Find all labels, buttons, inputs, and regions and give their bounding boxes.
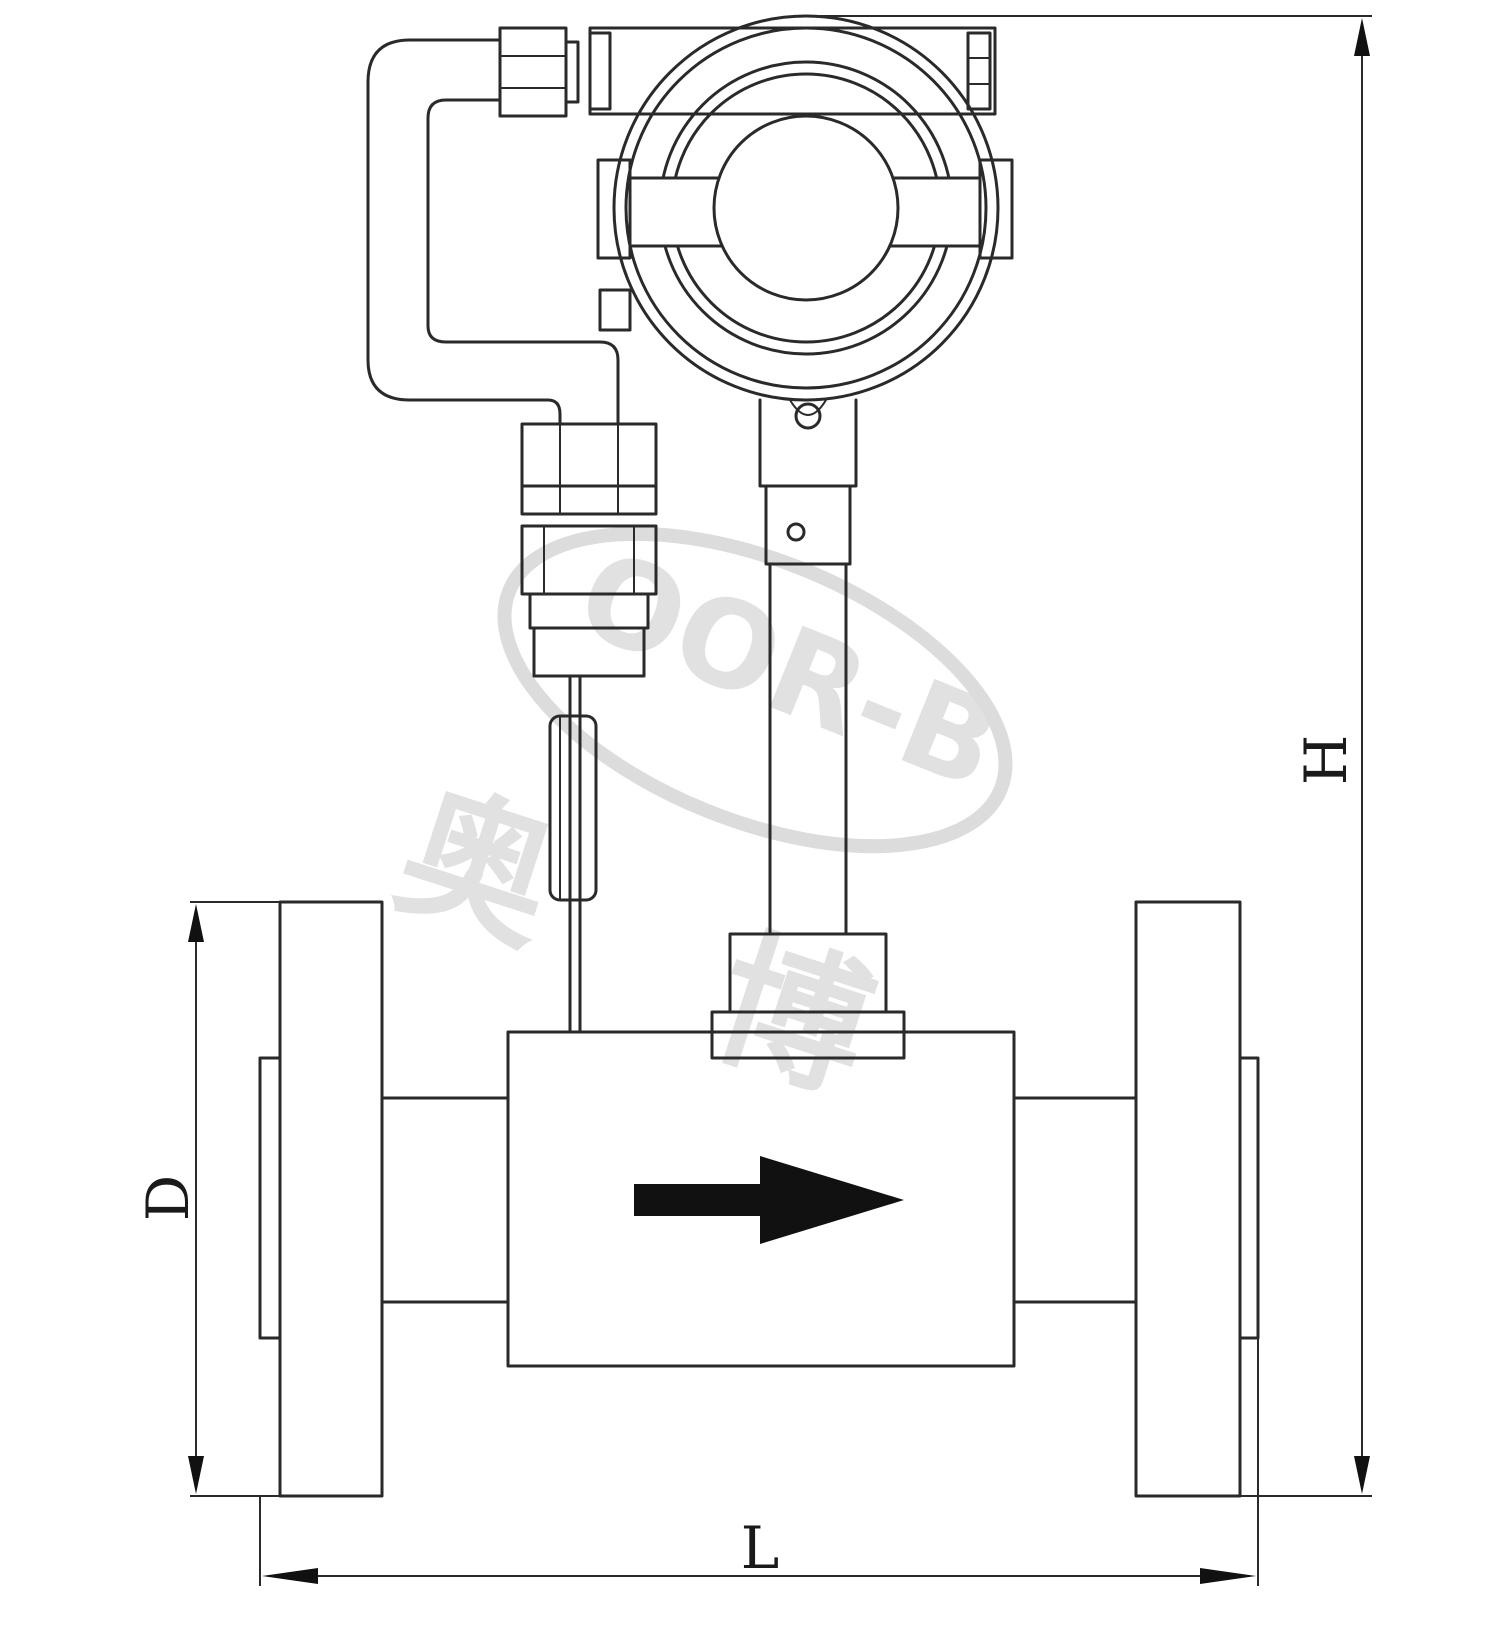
- housing-outer-ring: [612, 14, 1000, 402]
- tube-outer: [366, 38, 562, 426]
- left-flange-face: [258, 1056, 282, 1340]
- right-flange-face: [1238, 1056, 1260, 1340]
- fitting-collar-1: [520, 484, 658, 516]
- length-label: L: [741, 1514, 780, 1582]
- stem-hole: [786, 522, 806, 542]
- meter-body: [196, 900, 1260, 1498]
- height-label: H: [1292, 735, 1360, 786]
- watermark-char-1: 奥: [379, 763, 575, 975]
- probe-seal: [548, 714, 598, 902]
- dimension-diameter: D: [134, 901, 280, 1497]
- gland-cap-left: [588, 31, 612, 111]
- left-pipe: [380, 1096, 510, 1304]
- right-pipe: [1012, 1096, 1138, 1304]
- top-union-collar: [564, 40, 580, 104]
- stem-base-lower: [710, 1010, 906, 1060]
- impulse-tube: [366, 26, 658, 1034]
- fitting-tip: [532, 626, 646, 678]
- housing-foot-left: [598, 288, 632, 332]
- right-flange: [1134, 900, 1242, 1498]
- transmitter-head: [588, 14, 1014, 488]
- support-stem: [710, 484, 906, 1060]
- neck-bracket: [758, 398, 858, 488]
- watermark: OOR-B 奥 博: [379, 524, 1017, 1123]
- dimension-height: H: [820, 15, 1372, 1497]
- right-arrow-icon: [634, 1156, 904, 1244]
- fitting-nut-1: [520, 422, 658, 488]
- stem-upper: [764, 484, 852, 566]
- watermark-char-2: 博: [694, 911, 890, 1123]
- display-window: [712, 114, 900, 302]
- body-shell: [506, 1030, 1016, 1368]
- dimension-length: L: [259, 1338, 1259, 1586]
- housing-ring-2: [624, 26, 988, 390]
- gland-block: [588, 26, 997, 116]
- diameter-label: D: [134, 1175, 202, 1222]
- top-union-nut: [498, 26, 568, 118]
- gland-cap-right: [966, 31, 992, 111]
- left-flange: [278, 900, 384, 1498]
- tube-inner: [426, 98, 620, 426]
- neck-bolt: [794, 402, 822, 430]
- watermark-logo-ellipse: [497, 526, 1013, 854]
